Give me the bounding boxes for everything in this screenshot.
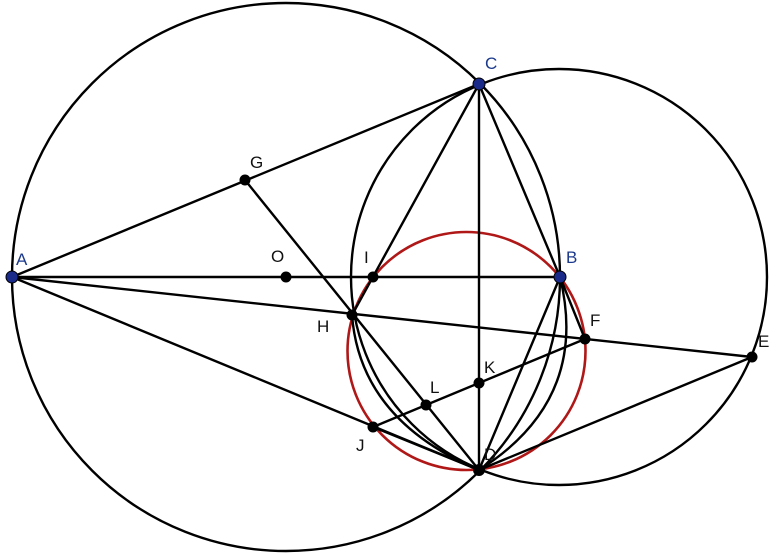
segment-c-b bbox=[477, 82, 562, 279]
label-o: O bbox=[271, 247, 284, 266]
label-g: G bbox=[250, 153, 263, 172]
label-a: A bbox=[16, 250, 28, 269]
point-d: D bbox=[473, 445, 496, 476]
label-j: J bbox=[356, 436, 365, 455]
point-h: H bbox=[317, 309, 358, 336]
point-b-marker[interactable] bbox=[553, 270, 567, 284]
label-e: E bbox=[758, 332, 769, 351]
point-a-marker[interactable] bbox=[5, 270, 19, 284]
point-a[interactable]: A bbox=[5, 250, 28, 284]
segment-d-e bbox=[477, 355, 754, 472]
point-o: O bbox=[271, 247, 292, 283]
label-i: I bbox=[364, 248, 369, 267]
point-f-marker bbox=[579, 333, 591, 345]
segment-a-e bbox=[10, 275, 754, 359]
point-k-marker bbox=[473, 377, 485, 389]
point-f: F bbox=[579, 311, 600, 345]
point-i: I bbox=[364, 248, 379, 283]
point-c-marker[interactable] bbox=[472, 77, 486, 91]
point-o-marker bbox=[280, 271, 292, 283]
segment-b-f bbox=[558, 275, 587, 341]
point-d-marker bbox=[473, 464, 485, 476]
arc-b-d bbox=[477, 275, 568, 472]
point-k: K bbox=[473, 358, 496, 389]
label-f: F bbox=[590, 311, 600, 330]
red-circle-ibdhjf bbox=[346, 230, 587, 472]
point-b[interactable]: B bbox=[553, 248, 577, 284]
point-g-marker bbox=[239, 174, 251, 186]
point-l-marker bbox=[420, 399, 432, 411]
point-j-marker bbox=[367, 421, 379, 433]
point-h-marker bbox=[346, 309, 358, 321]
label-c: C bbox=[485, 54, 497, 73]
arc-h-d bbox=[350, 313, 481, 472]
label-k: K bbox=[484, 358, 496, 377]
label-h: H bbox=[317, 317, 329, 336]
segment-g-d bbox=[243, 178, 481, 472]
point-j: J bbox=[356, 421, 379, 455]
segment-j-d bbox=[371, 425, 481, 472]
point-e-marker bbox=[746, 351, 758, 363]
point-c[interactable]: C bbox=[472, 54, 497, 91]
label-b: B bbox=[566, 248, 577, 267]
label-l: L bbox=[430, 378, 439, 397]
point-e: E bbox=[746, 332, 769, 363]
point-i-marker bbox=[367, 271, 379, 283]
segment-b-d bbox=[477, 275, 562, 472]
label-d: D bbox=[484, 445, 496, 464]
point-l: L bbox=[420, 378, 439, 411]
point-g: G bbox=[239, 153, 263, 186]
